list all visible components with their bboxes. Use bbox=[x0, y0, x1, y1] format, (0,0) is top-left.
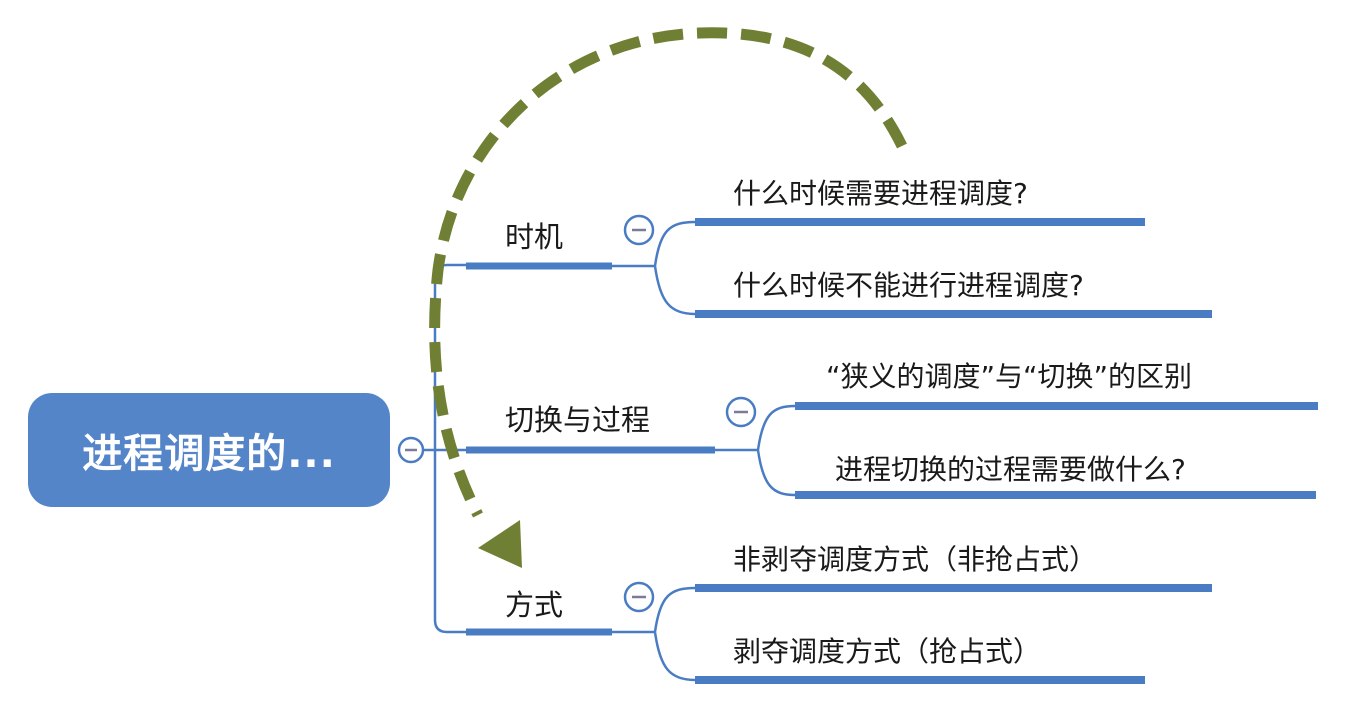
branch-label-mode[interactable]: 方式 bbox=[505, 588, 564, 622]
fork-mode bbox=[653, 586, 696, 682]
fork-timing bbox=[653, 220, 696, 316]
arrowhead-icon bbox=[478, 520, 522, 568]
child-label-2-2[interactable]: 进程切换的过程需要做什么? bbox=[835, 453, 1186, 486]
child-label-2-1[interactable]: “狭义的调度”与“切换”的区别 bbox=[826, 360, 1193, 393]
timing-collapse-button[interactable] bbox=[623, 214, 655, 246]
branch-label-switch[interactable]: 切换与过程 bbox=[505, 403, 651, 437]
child-label-1-2[interactable]: 什么时候不能进行进程调度? bbox=[733, 269, 1084, 302]
child-label-3-1[interactable]: 非剥夺调度方式（非抢占式） bbox=[733, 543, 1098, 576]
root-collapse-button[interactable] bbox=[397, 436, 425, 464]
child-label-1-1[interactable]: 什么时候需要进程调度? bbox=[733, 177, 1028, 210]
root-label: 进程调度的... bbox=[82, 431, 336, 477]
fork-switch bbox=[756, 404, 796, 497]
switch-collapse-button[interactable] bbox=[725, 396, 757, 428]
trunk-line bbox=[423, 263, 466, 634]
child-label-3-2[interactable]: 剥夺调度方式（抢占式） bbox=[733, 635, 1042, 668]
mode-collapse-button[interactable] bbox=[623, 581, 655, 613]
root-node[interactable]: 进程调度的... bbox=[28, 393, 390, 507]
branch-label-timing[interactable]: 时机 bbox=[505, 220, 564, 254]
